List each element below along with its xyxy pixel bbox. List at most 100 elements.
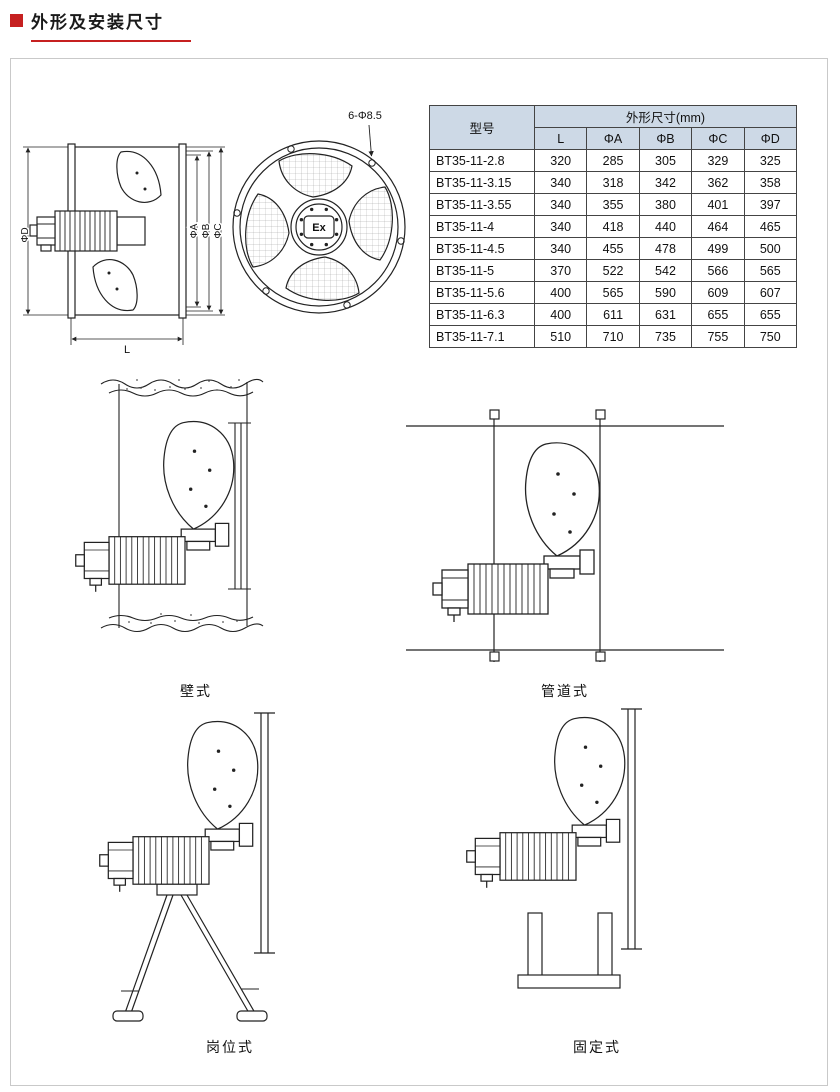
outer-rim xyxy=(232,140,406,314)
dim-cell: 380 xyxy=(638,193,693,216)
caption-duct-type: 管道式 xyxy=(541,683,589,699)
side-view-drawing: ΦD ΦA ΦB ΦC L xyxy=(19,143,226,356)
dim-cell: 418 xyxy=(586,215,640,238)
ex-mark: Ex xyxy=(312,222,326,234)
dim-cell: 565 xyxy=(743,259,798,282)
dim-label-phi-d: ΦD xyxy=(20,227,31,242)
bolt-holes xyxy=(233,145,405,309)
model-cell: BT35-11-6.3 xyxy=(429,303,535,326)
tripod-stand xyxy=(112,883,268,1022)
dim-cell: 655 xyxy=(743,303,798,326)
dim-cell: 465 xyxy=(743,215,798,238)
dim-cell: 440 xyxy=(638,215,693,238)
duct-flanges xyxy=(493,414,601,662)
concrete-speckles xyxy=(126,379,240,624)
wall xyxy=(100,378,264,633)
dim-cell: 340 xyxy=(533,193,588,216)
col-header-l: L xyxy=(533,127,588,150)
diagram-wall-type xyxy=(31,359,361,659)
dim-cell: 611 xyxy=(586,303,640,326)
dim-cell: 355 xyxy=(586,193,640,216)
dim-cell: 755 xyxy=(691,325,745,348)
page-header: 外形及安装尺寸 xyxy=(10,8,191,42)
dim-cell: 464 xyxy=(691,215,745,238)
dim-cell: 340 xyxy=(533,215,588,238)
diagram-duct-type xyxy=(400,388,730,688)
dim-cell: 358 xyxy=(743,171,798,194)
dim-cell: 340 xyxy=(533,237,588,260)
col-header-phi-b: ΦB xyxy=(638,127,693,150)
blade-top xyxy=(116,150,162,203)
dim-cell: 325 xyxy=(743,149,798,172)
base-bracket xyxy=(517,912,621,989)
dim-label-phi-b: ΦB xyxy=(201,223,212,238)
dim-cell: 397 xyxy=(743,193,798,216)
impeller xyxy=(245,153,393,301)
dim-cell: 607 xyxy=(743,281,798,304)
dim-cell: 400 xyxy=(533,281,588,304)
blade-bottom xyxy=(92,259,138,312)
fan-unit xyxy=(432,442,600,623)
dim-cell: 609 xyxy=(691,281,745,304)
dim-cell: 522 xyxy=(586,259,640,282)
caption-fixed-type: 固定式 xyxy=(573,1039,621,1055)
dim-cell: 318 xyxy=(586,171,640,194)
dim-cell: 500 xyxy=(743,237,798,260)
front-view-drawing: 6-Φ8.5 Ex xyxy=(232,110,406,314)
dim-cell: 285 xyxy=(586,149,640,172)
duct xyxy=(406,409,724,662)
mounting-panel xyxy=(254,712,275,954)
model-cell: BT35-11-7.1 xyxy=(429,325,535,348)
model-cell: BT35-11-3.15 xyxy=(429,171,535,194)
dim-cell: 362 xyxy=(691,171,745,194)
dim-cell: 478 xyxy=(638,237,693,260)
red-square-marker xyxy=(10,14,23,27)
model-cell: BT35-11-2.8 xyxy=(429,149,535,172)
content-frame: ΦD ΦA ΦB ΦC L xyxy=(10,58,828,1086)
dim-cell: 566 xyxy=(691,259,745,282)
model-cell: BT35-11-4 xyxy=(429,215,535,238)
ex-plate xyxy=(303,215,335,239)
dim-cell: 305 xyxy=(638,149,693,172)
dim-cell: 400 xyxy=(533,303,588,326)
diagram-fixed-type xyxy=(432,701,762,1036)
model-cell: BT35-11-3.55 xyxy=(429,193,535,216)
dim-cell: 329 xyxy=(691,149,745,172)
dim-cell: 370 xyxy=(533,259,588,282)
dim-cell: 510 xyxy=(533,325,588,348)
bolt-note: 6-Φ8.5 xyxy=(348,110,382,122)
leader-line xyxy=(368,124,374,157)
dim-cell: 320 xyxy=(533,149,588,172)
col-header-phi-d: ΦD xyxy=(743,127,798,150)
dim-cell: 590 xyxy=(638,281,693,304)
dim-cell: 340 xyxy=(533,171,588,194)
caption-post-type: 岗位式 xyxy=(206,1039,254,1055)
fan-unit xyxy=(75,420,235,593)
dim-cell: 401 xyxy=(691,193,745,216)
dimension-lines xyxy=(23,146,225,345)
model-cell: BT35-11-5.6 xyxy=(429,281,535,304)
model-cell: BT35-11-4.5 xyxy=(429,237,535,260)
dim-cell: 655 xyxy=(691,303,745,326)
dim-cell: 455 xyxy=(586,237,640,260)
dim-cell: 565 xyxy=(586,281,640,304)
col-header-phi-a: ΦA xyxy=(586,127,640,150)
caption-wall-type: 壁式 xyxy=(180,683,212,699)
dim-cell: 631 xyxy=(638,303,693,326)
junction-box xyxy=(36,216,56,246)
model-header: 型号 xyxy=(429,105,535,150)
model-cell: BT35-11-5 xyxy=(429,259,535,282)
hub xyxy=(116,216,146,246)
outlet-flange xyxy=(228,422,251,590)
